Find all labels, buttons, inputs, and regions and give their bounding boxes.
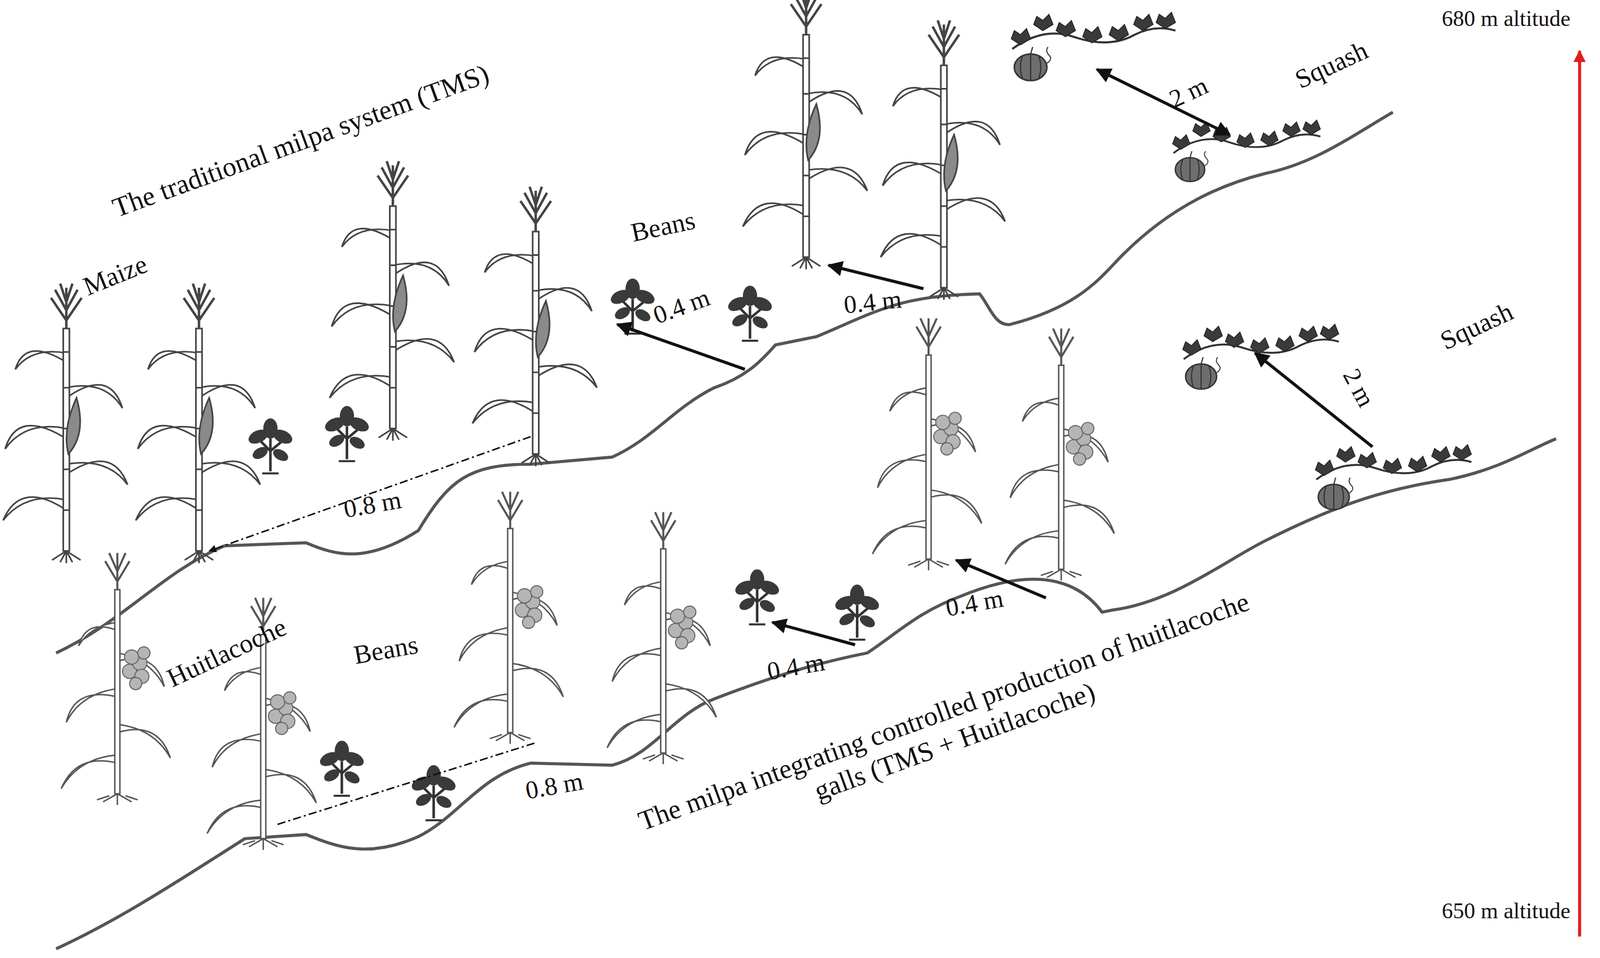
crop-label: Beans [351,629,421,671]
dimension-label: 0.4 m [943,583,1006,623]
dimension-label: 0.8 m [523,766,586,806]
altitude-label: 680 m altitude [1442,5,1571,32]
altitude-label: 650 m altitude [1442,898,1571,924]
crop-label: Huitlacoche [162,612,291,694]
dimension-label: 2 m [1337,363,1382,412]
crop-label: Beans [628,205,698,249]
crop-label: Squash [1435,296,1518,357]
system-title: The traditional milpa system (TMS) [108,57,494,224]
crop-label: Squash [1290,35,1373,96]
dimension-label: 0.8 m [341,484,404,524]
crop-label: Maize [78,249,152,303]
dimension-label: 0.4 m [649,282,714,330]
dimension-label: 0.4 m [842,284,904,320]
dimension-label: 0.4 m [764,647,827,686]
system-title: The milpa integrating controlled product… [629,584,1269,869]
